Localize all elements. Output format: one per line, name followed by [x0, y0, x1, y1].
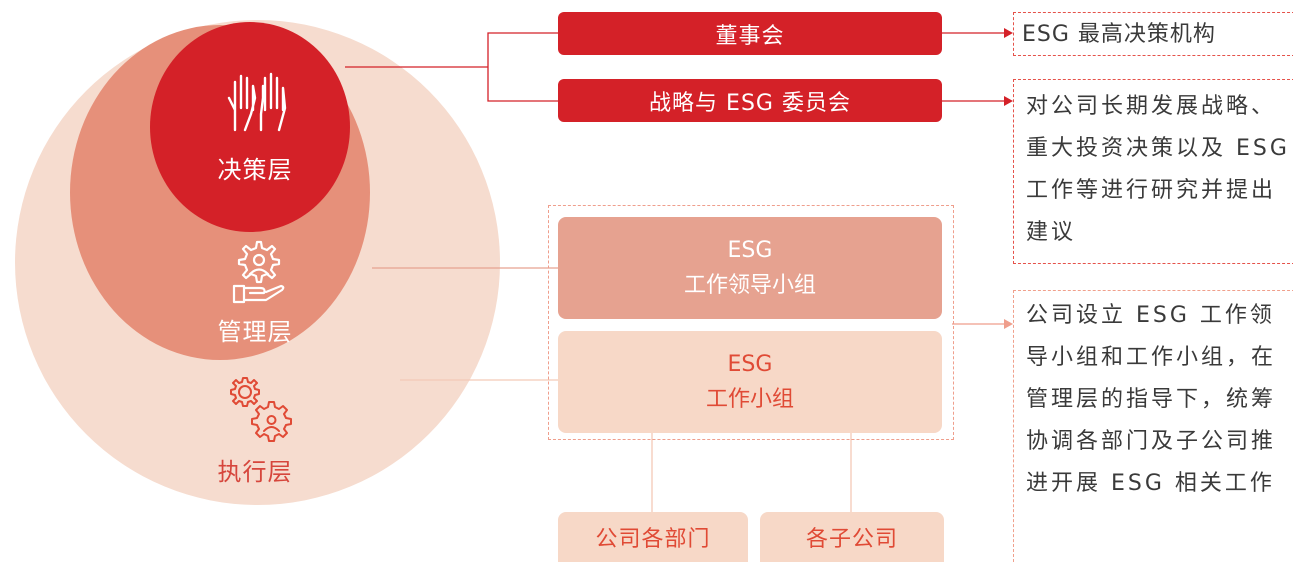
esg-work-group-line1: ESG: [727, 351, 773, 377]
committee-box: 战略与 ESG 委员会: [558, 79, 942, 122]
execution-layer-label: 执行层: [217, 458, 293, 486]
board-box: 董事会: [558, 12, 942, 55]
decision-layer-circle: [150, 22, 350, 232]
esg-work-group-box: ESG 工作小组: [558, 331, 942, 433]
board-description: ESG 最高决策机构: [1013, 12, 1293, 56]
raised-hands-icon: [227, 72, 287, 132]
gears-icon: [230, 377, 292, 442]
esg-lead-group-line2: 工作领导小组: [683, 273, 816, 298]
esg-lead-group-line1: ESG: [727, 237, 773, 263]
departments-box: 公司各部门: [558, 512, 748, 562]
gear-person-icon: [232, 240, 285, 304]
decision-layer-label: 决策层: [217, 156, 293, 184]
esg-lead-group-box: ESG 工作领导小组: [558, 217, 942, 319]
esg-work-group-line2: 工作小组: [705, 387, 794, 412]
management-layer-label: 管理层: [217, 318, 293, 346]
groups-description: 公司设立 ESG 工作领导小组和工作小组，在管理层的指导下，统筹协调各部门及子公…: [1013, 290, 1293, 562]
subsidiaries-box: 各子公司: [760, 512, 944, 562]
esg-groups-frame: [548, 205, 954, 440]
committee-description: 对公司长期发展战略、重大投资决策以及 ESG 工作等进行研究并提出建议: [1013, 79, 1293, 264]
